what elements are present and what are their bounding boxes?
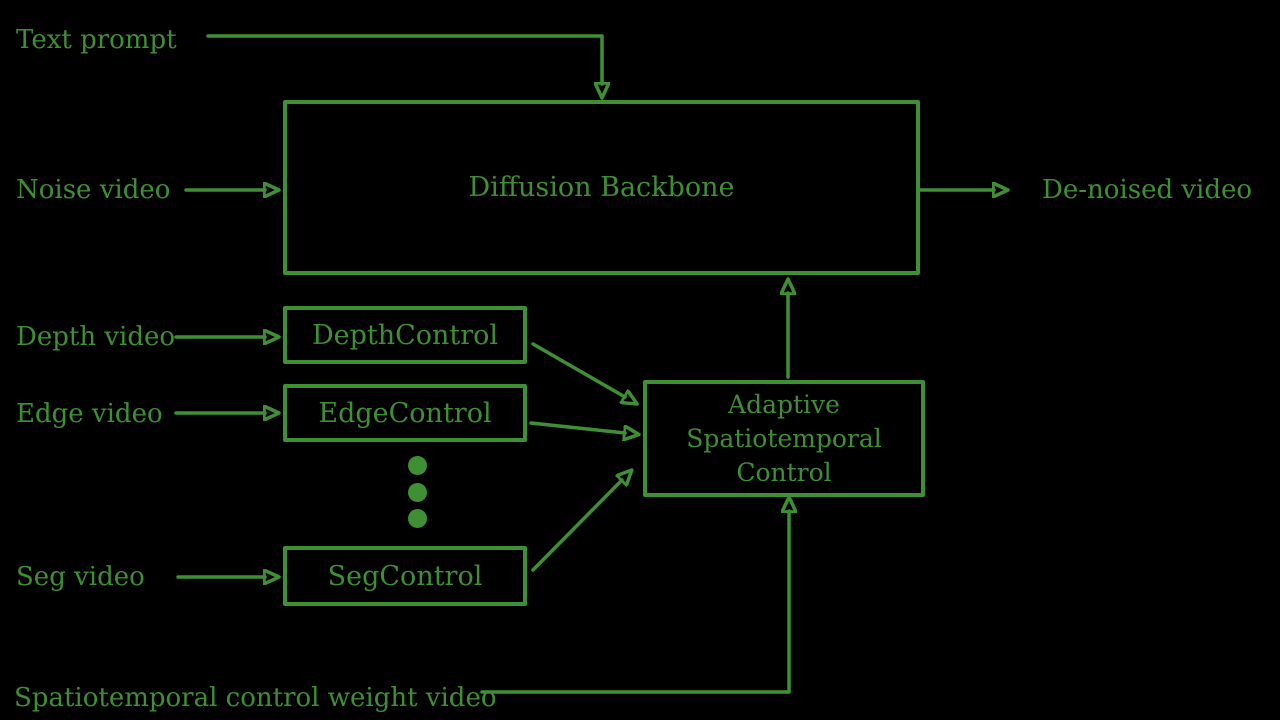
box-edge-control: EdgeControl [283, 384, 527, 442]
box-seg-control-label: SegControl [327, 560, 483, 592]
arrow-depthcontrol-to-adaptive [531, 342, 625, 397]
dot-icon [408, 483, 427, 502]
label-edge-video: Edge video [16, 399, 163, 429]
label-depth-video: Depth video [16, 322, 176, 352]
label-noise-video: Noise video [16, 175, 171, 205]
box-depth-control-label: DepthControl [311, 319, 499, 351]
box-adaptive-control: Adaptive Spatiotemporal Control [643, 380, 925, 497]
arrow-edgecontrol-to-adaptive [529, 421, 625, 433]
arrow-weight-video-to-adaptive [480, 511, 789, 694]
box-diffusion-backbone-label: Diffusion Backbone [468, 172, 735, 203]
box-adaptive-control-label: Adaptive Spatiotemporal Control [686, 389, 882, 487]
label-weight-video: Spatiotemporal control weight video [14, 683, 497, 713]
arrow-text-prompt-to-backbone [206, 34, 602, 84]
arrow-segcontrol-to-adaptive [531, 480, 622, 572]
box-diffusion-backbone: Diffusion Backbone [283, 100, 920, 275]
dot-icon [408, 456, 427, 475]
dot-icon [408, 509, 427, 528]
box-edge-control-label: EdgeControl [318, 397, 492, 429]
box-depth-control: DepthControl [283, 306, 527, 364]
label-text-prompt: Text prompt [16, 25, 177, 55]
label-seg-video: Seg video [16, 562, 145, 592]
box-seg-control: SegControl [283, 546, 527, 606]
label-denoised-video: De-noised video [1042, 175, 1253, 205]
